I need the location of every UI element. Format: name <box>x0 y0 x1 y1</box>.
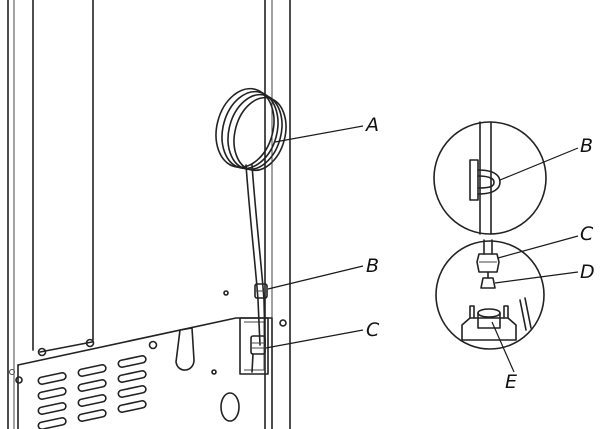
callout-a: A <box>364 114 379 136</box>
detail-callout-e: E <box>505 371 517 393</box>
detail-callout-c: C <box>580 223 594 245</box>
detail-callout-b: B <box>580 135 593 157</box>
appliance-cabinet <box>7 0 291 429</box>
detail-clip-circle <box>433 121 579 235</box>
vent-slots <box>37 355 147 429</box>
leader-lines-main <box>265 125 364 349</box>
callout-c: C <box>366 319 380 341</box>
tube-clip <box>254 283 268 299</box>
coiled-water-line <box>215 87 287 346</box>
callout-b: B <box>366 255 379 277</box>
detail-callout-d: D <box>580 261 595 283</box>
detail-fitting-circle <box>435 235 579 373</box>
valve-connector <box>250 335 266 373</box>
